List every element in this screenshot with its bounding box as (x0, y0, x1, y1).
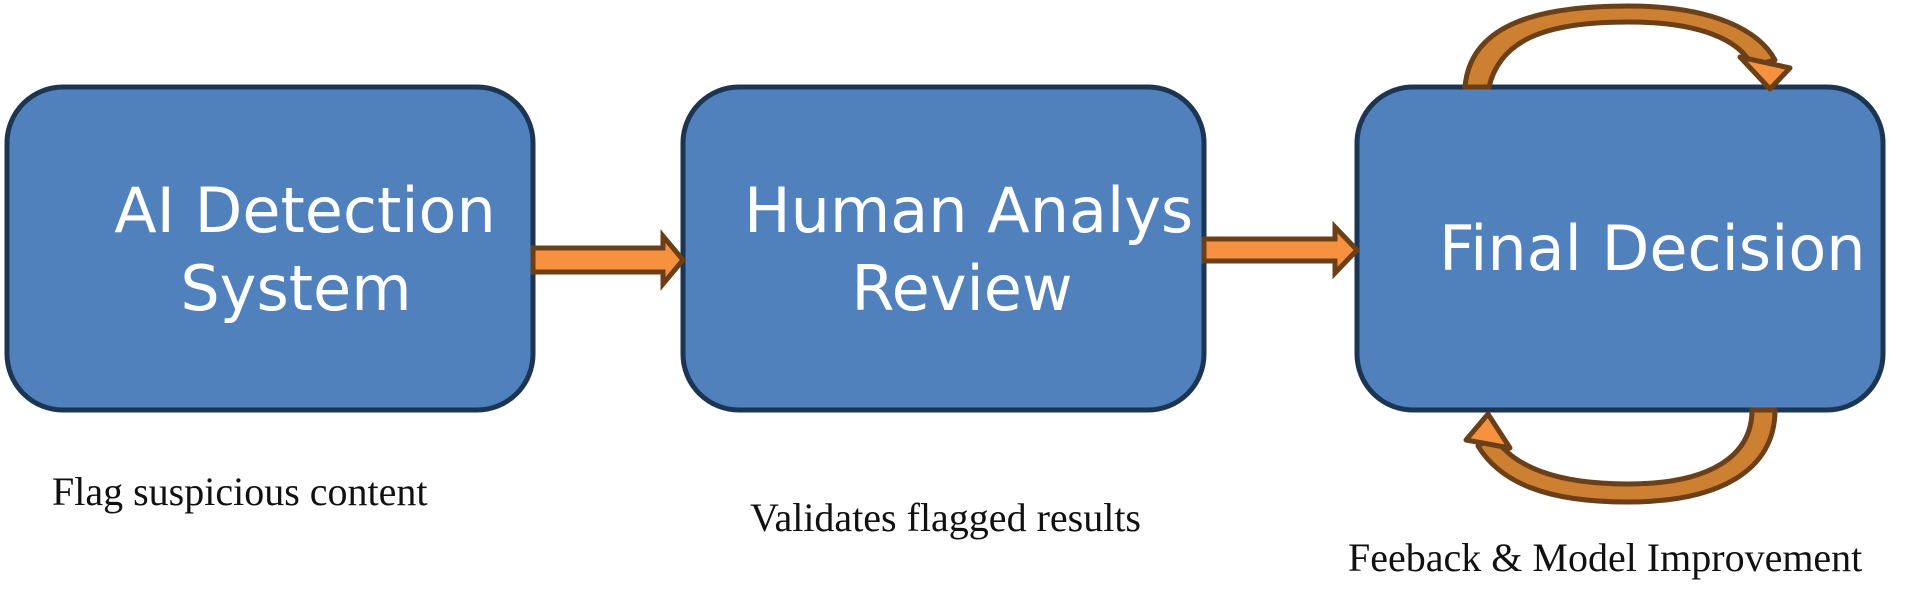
ai-detection-node: AI Detection System (4, 84, 536, 413)
ai-detection-label-line2: System (180, 252, 411, 325)
human-review-caption: Validates flagged results (750, 495, 1141, 540)
ai-detection-box (4, 84, 536, 413)
arrow-ai-to-human (530, 229, 687, 291)
ai-detection-label-line1: AI Detection (114, 174, 496, 247)
feedback-loop-top (1462, 3, 1793, 92)
human-review-label-line2: Review (851, 252, 1072, 325)
final-decision-label: Final Decision (1439, 212, 1866, 285)
loop-bottom-band (1475, 407, 1778, 505)
ai-detection-caption: Flag suspicious content (52, 469, 428, 514)
arrow-human-to-final (1201, 220, 1361, 280)
feedback-loop-bottom (1463, 407, 1778, 505)
final-decision-caption: Feeback & Model Improvement (1348, 535, 1862, 580)
human-review-node: Human Analys Review (680, 84, 1207, 413)
final-decision-node: Final Decision (1354, 84, 1886, 413)
loop-bottom-arrowhead (1463, 411, 1513, 451)
human-review-label-line1: Human Analys (744, 174, 1193, 247)
loop-top-band (1462, 3, 1778, 90)
human-review-box (680, 84, 1207, 413)
loop-top-arrowhead (1737, 54, 1793, 92)
